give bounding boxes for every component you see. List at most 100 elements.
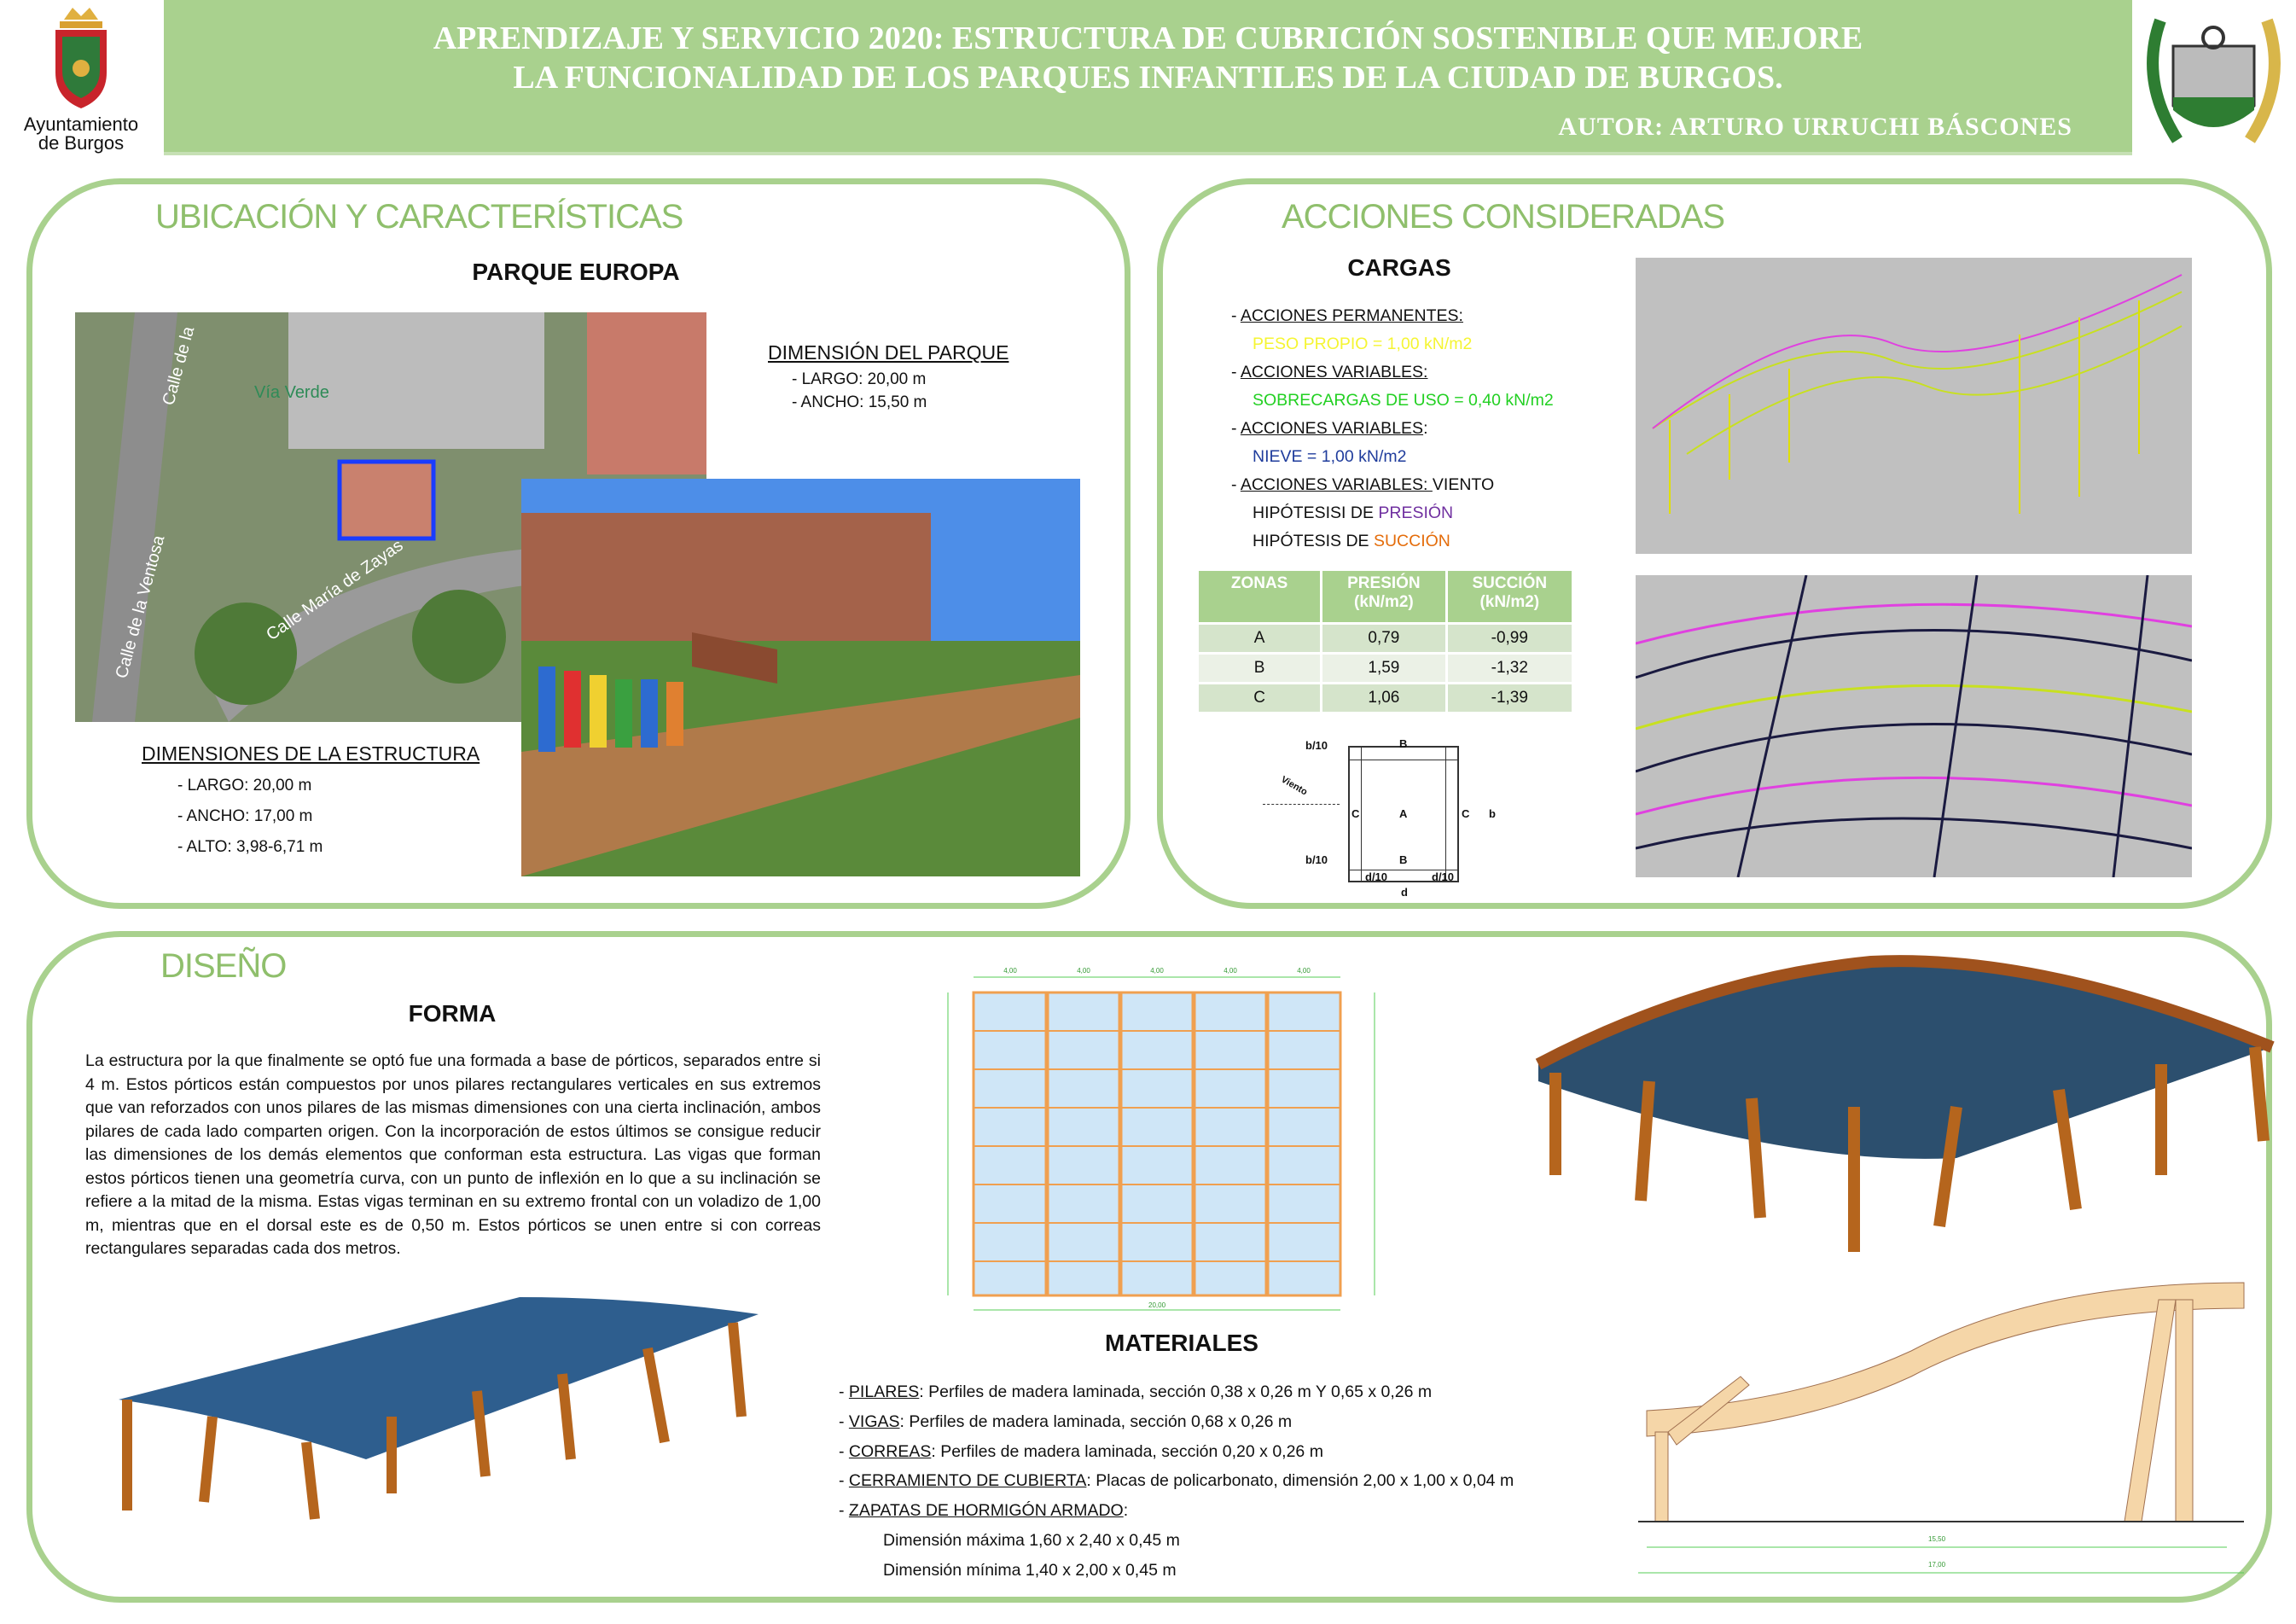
dash: - [1231, 475, 1241, 494]
struct-length: - LARGO: 20,00 m [177, 777, 312, 795]
material-name: CERRAMIENTO DE CUBIERTA [848, 1471, 1087, 1491]
label-d10: d/10 [1432, 870, 1455, 883]
zapata-min: Dimensión mínima 1,40 x 2,00 x 0,45 m [883, 1560, 1177, 1580]
dim: 4,00 [1150, 967, 1164, 975]
cargas-heading: CARGAS [1347, 254, 1451, 281]
hip-label: HIPÓTESISI DE [1253, 503, 1379, 522]
dash: - [1231, 419, 1241, 438]
wind-zone-diagram: b/10 B C A C b b/10 B d/10 d/10 d Viento [1246, 734, 1510, 905]
hip-succion: HIPÓTESIS DE SUCCIÓN [1231, 527, 1554, 556]
viento: VIENTO [1432, 475, 1495, 494]
structure-dimensions: DIMENSIONES DE LA ESTRUCTURA - LARGO: 20… [142, 742, 480, 863]
material-desc: : [1123, 1501, 1129, 1521]
material-item: - ZAPATAS DE HORMIGÓN ARMADO: [839, 1501, 1129, 1521]
load-line: - ACCIONES VARIABLES: [1231, 415, 1554, 443]
material-item: - CORREAS: Perfiles de madera laminada, … [839, 1441, 1323, 1461]
dim: 4,00 [1297, 967, 1311, 975]
peso-propio: PESO PROPIO = 1,00 kN/m2 [1253, 335, 1473, 353]
cell: C [1199, 684, 1321, 712]
cell: -1,32 [1447, 655, 1572, 682]
forma-description: La estructura por la que finalmente se o… [85, 1051, 821, 1258]
elevation-drawing: 15,50 17,00 [1630, 1274, 2252, 1581]
material-name: ZAPATAS DE HORMIGÓN ARMADO [848, 1501, 1124, 1521]
park-name: PARQUE EUROPA [472, 259, 680, 285]
header-banner: APRENDIZAJE Y SERVICIO 2020: ESTRUCTURA … [164, 0, 2132, 155]
label-C: C [1462, 807, 1470, 820]
material-name: VIGAS [848, 1412, 900, 1431]
material-desc: : Placas de policarbonato, dimensión 2,0… [1086, 1471, 1514, 1491]
label-b10: b/10 [1305, 739, 1328, 752]
cell: A [1199, 625, 1321, 652]
material-desc: : Perfiles de madera laminada, sección 0… [931, 1441, 1323, 1461]
park-dim-title: DIMENSIÓN DEL PARQUE [768, 341, 1009, 364]
label-B: B [1399, 737, 1408, 750]
park-dimensions: DIMENSIÓN DEL PARQUE - LARGO: 20,00 m - A… [768, 338, 1008, 414]
material-name: PILARES [848, 1382, 920, 1401]
cell: 0,79 [1322, 625, 1445, 652]
cell: 1,59 [1322, 655, 1445, 682]
wireframe-graphic [1652, 274, 2183, 514]
materiales-heading: MATERIALES [1105, 1330, 1258, 1356]
crest-icon [2147, 18, 2281, 143]
sobrecargas-uso: SOBRECARGAS DE USO = 0,40 kN/m2 [1253, 391, 1554, 410]
label-B: B [1399, 853, 1408, 866]
burgos-shield-icon [55, 8, 107, 108]
poster-title: APRENDIZAJE Y SERVICIO 2020: ESTRUCTURA … [164, 19, 2132, 97]
label-C: C [1351, 807, 1360, 820]
dim: 4,00 [1224, 967, 1237, 975]
load-list: - ACCIONES PERMANENTES: PESO PROPIO = 1,… [1231, 302, 1554, 556]
university-crest [2135, 3, 2293, 157]
zapata-max: Dimensión máxima 1,60 x 2,40 x 0,45 m [883, 1530, 1180, 1550]
load-heading: ACCIONES VARIABLES: [1240, 363, 1428, 381]
title-line-1: APRENDIZAJE Y SERVICIO 2020: ESTRUCTURA … [433, 20, 1863, 56]
map-graphic: Calle de la Vía Verde Calle María de Zay… [75, 312, 706, 722]
hip-presion: HIPÓTESISI DE PRESIÓN [1231, 499, 1554, 527]
structure-render-graphic [119, 1297, 759, 1520]
materials-list: - PILARES: Perfiles de madera laminada, … [839, 1377, 1514, 1586]
load-line: - ACCIONES VARIABLES: VIENTO [1231, 471, 1554, 499]
forma-heading: FORMA [408, 1000, 497, 1027]
hip-label: HIPÓTESIS DE [1253, 532, 1374, 550]
material-name: CORREAS [848, 1441, 932, 1461]
title-line-2: LA FUNCIONALIDAD DE LOS PARQUES INFANTIL… [513, 60, 1783, 96]
label-viento: Viento [1279, 774, 1310, 798]
label-d10: d/10 [1365, 870, 1388, 883]
elev-dim: 15,50 [1928, 1535, 1946, 1543]
elev-dim: 17,00 [1928, 1561, 1946, 1569]
nieve: NIEVE = 1,00 kN/m2 [1253, 447, 1407, 466]
cell: -1,39 [1447, 684, 1572, 712]
col-presion: PRESIÓN (kN/m2) [1322, 571, 1445, 622]
structure-3d-graphic [1535, 955, 2275, 1252]
material-item: - PILARES: Perfiles de madera laminada, … [839, 1382, 1433, 1401]
dash: - [1231, 306, 1241, 325]
elevation-graphic [1638, 1282, 2245, 1574]
park-width: - ANCHO: 15,50 m [792, 393, 927, 411]
playground-photo-graphic [521, 479, 1080, 876]
col-zonas: ZONAS [1199, 571, 1321, 622]
map-label: Vía Verde [254, 383, 329, 402]
dash: - [1231, 363, 1241, 381]
park-photo [521, 479, 1080, 876]
cell: 1,06 [1322, 684, 1445, 712]
cell: -0,99 [1447, 625, 1572, 652]
col-succion: SUCCIÓN (kN/m2) [1447, 571, 1572, 622]
presion-word: PRESIÓN [1378, 503, 1454, 522]
render-bottom-left [110, 1289, 762, 1524]
logo-line-2: de Burgos [38, 132, 125, 154]
park-length: - LARGO: 20,00 m [792, 370, 927, 388]
section-title-acciones: ACCIONES CONSIDERADAS [1282, 198, 1725, 236]
render-top-right [1530, 945, 2284, 1260]
plan-graphic [947, 976, 1375, 1311]
load-heading: ACCIONES VARIABLES [1240, 419, 1424, 438]
colon: : [1423, 419, 1428, 438]
material-item: - CERRAMIENTO DE CUBIERTA: Placas de pol… [839, 1471, 1514, 1491]
label-b10: b/10 [1305, 853, 1328, 866]
load-heading: ACCIONES VARIABLES: [1240, 475, 1433, 494]
